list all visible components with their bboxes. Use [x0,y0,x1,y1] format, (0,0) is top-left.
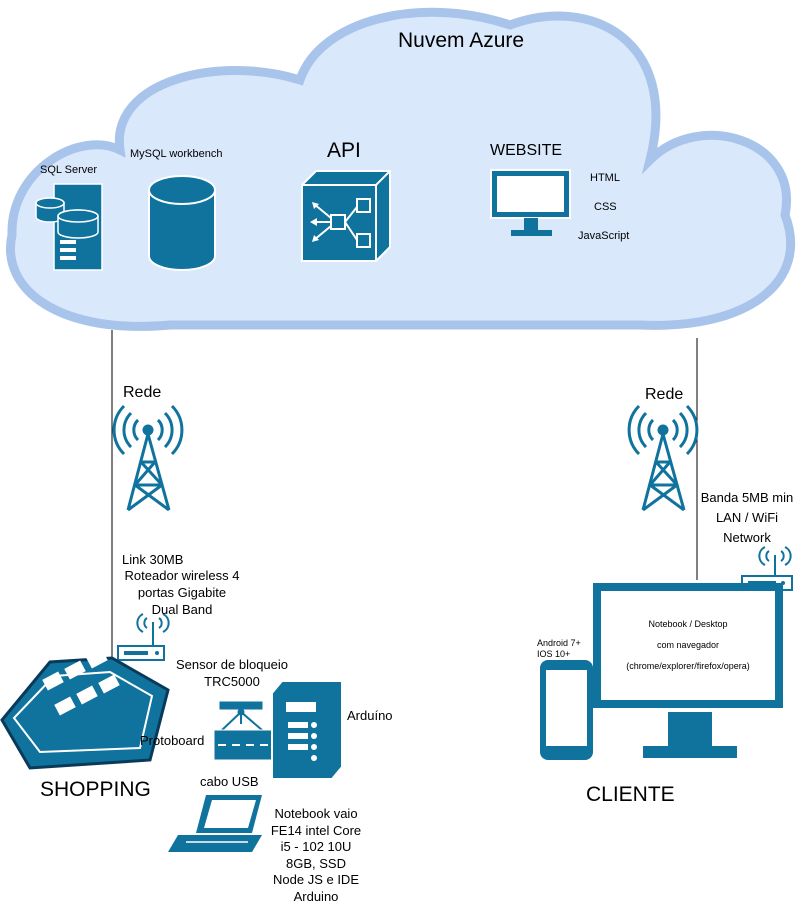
antenna-tower-icon [627,404,699,512]
api-gateway-icon [301,170,391,262]
database-icon [148,175,216,271]
link-speed-label: Link 30MB [122,552,184,567]
css-label: CSS [594,201,617,213]
usb-label: cabo USB [200,774,259,789]
antenna-tower-icon [112,404,184,512]
laptop-icon [168,795,262,852]
protoboard-label: Protoboard [140,733,205,748]
shopping-building-icon [0,649,170,770]
shopping-rede-label: Rede [123,384,162,401]
smartphone-icon [540,660,593,760]
sql-server-icon [35,183,103,271]
cliente-label: CLIENTE [586,783,675,806]
azure-cloud [6,7,795,331]
shopping-label: SHOPPING [40,778,151,801]
router-label: Roteador wireless 4 portas Gigabite Dual… [124,568,240,617]
mobile-os-label: Android 7+ IOS 10+ [537,638,581,659]
arduino-label: Arduíno [347,708,393,723]
website-label: WEBSITE [490,142,563,159]
notebook-specs-label: Notebook vaio FE14 intel Core i5 - 102 1… [270,806,362,904]
cloud-title: Nuvem Azure [398,29,525,52]
monitor-icon [490,169,571,236]
html-label: HTML [590,172,620,184]
javascript-label: JavaScript [578,230,630,242]
banda-label: Banda 5MB min LAN / WiFi Network [700,490,794,545]
api-label: API [327,139,361,162]
sensor-label: Sensor de bloqueio TRC5000 [175,657,289,689]
cliente-rede-label: Rede [645,386,684,403]
sql-server-label: SQL Server [40,164,98,176]
desktop-monitor-icon [593,583,783,758]
wireless-router-icon [117,613,170,661]
mysql-label: MySQL workbench [130,148,223,160]
arduino-icon [271,680,343,780]
desktop-browser-label: Notebook / Desktop com navegador (chrome… [626,619,750,671]
sensor-icon [219,701,263,731]
